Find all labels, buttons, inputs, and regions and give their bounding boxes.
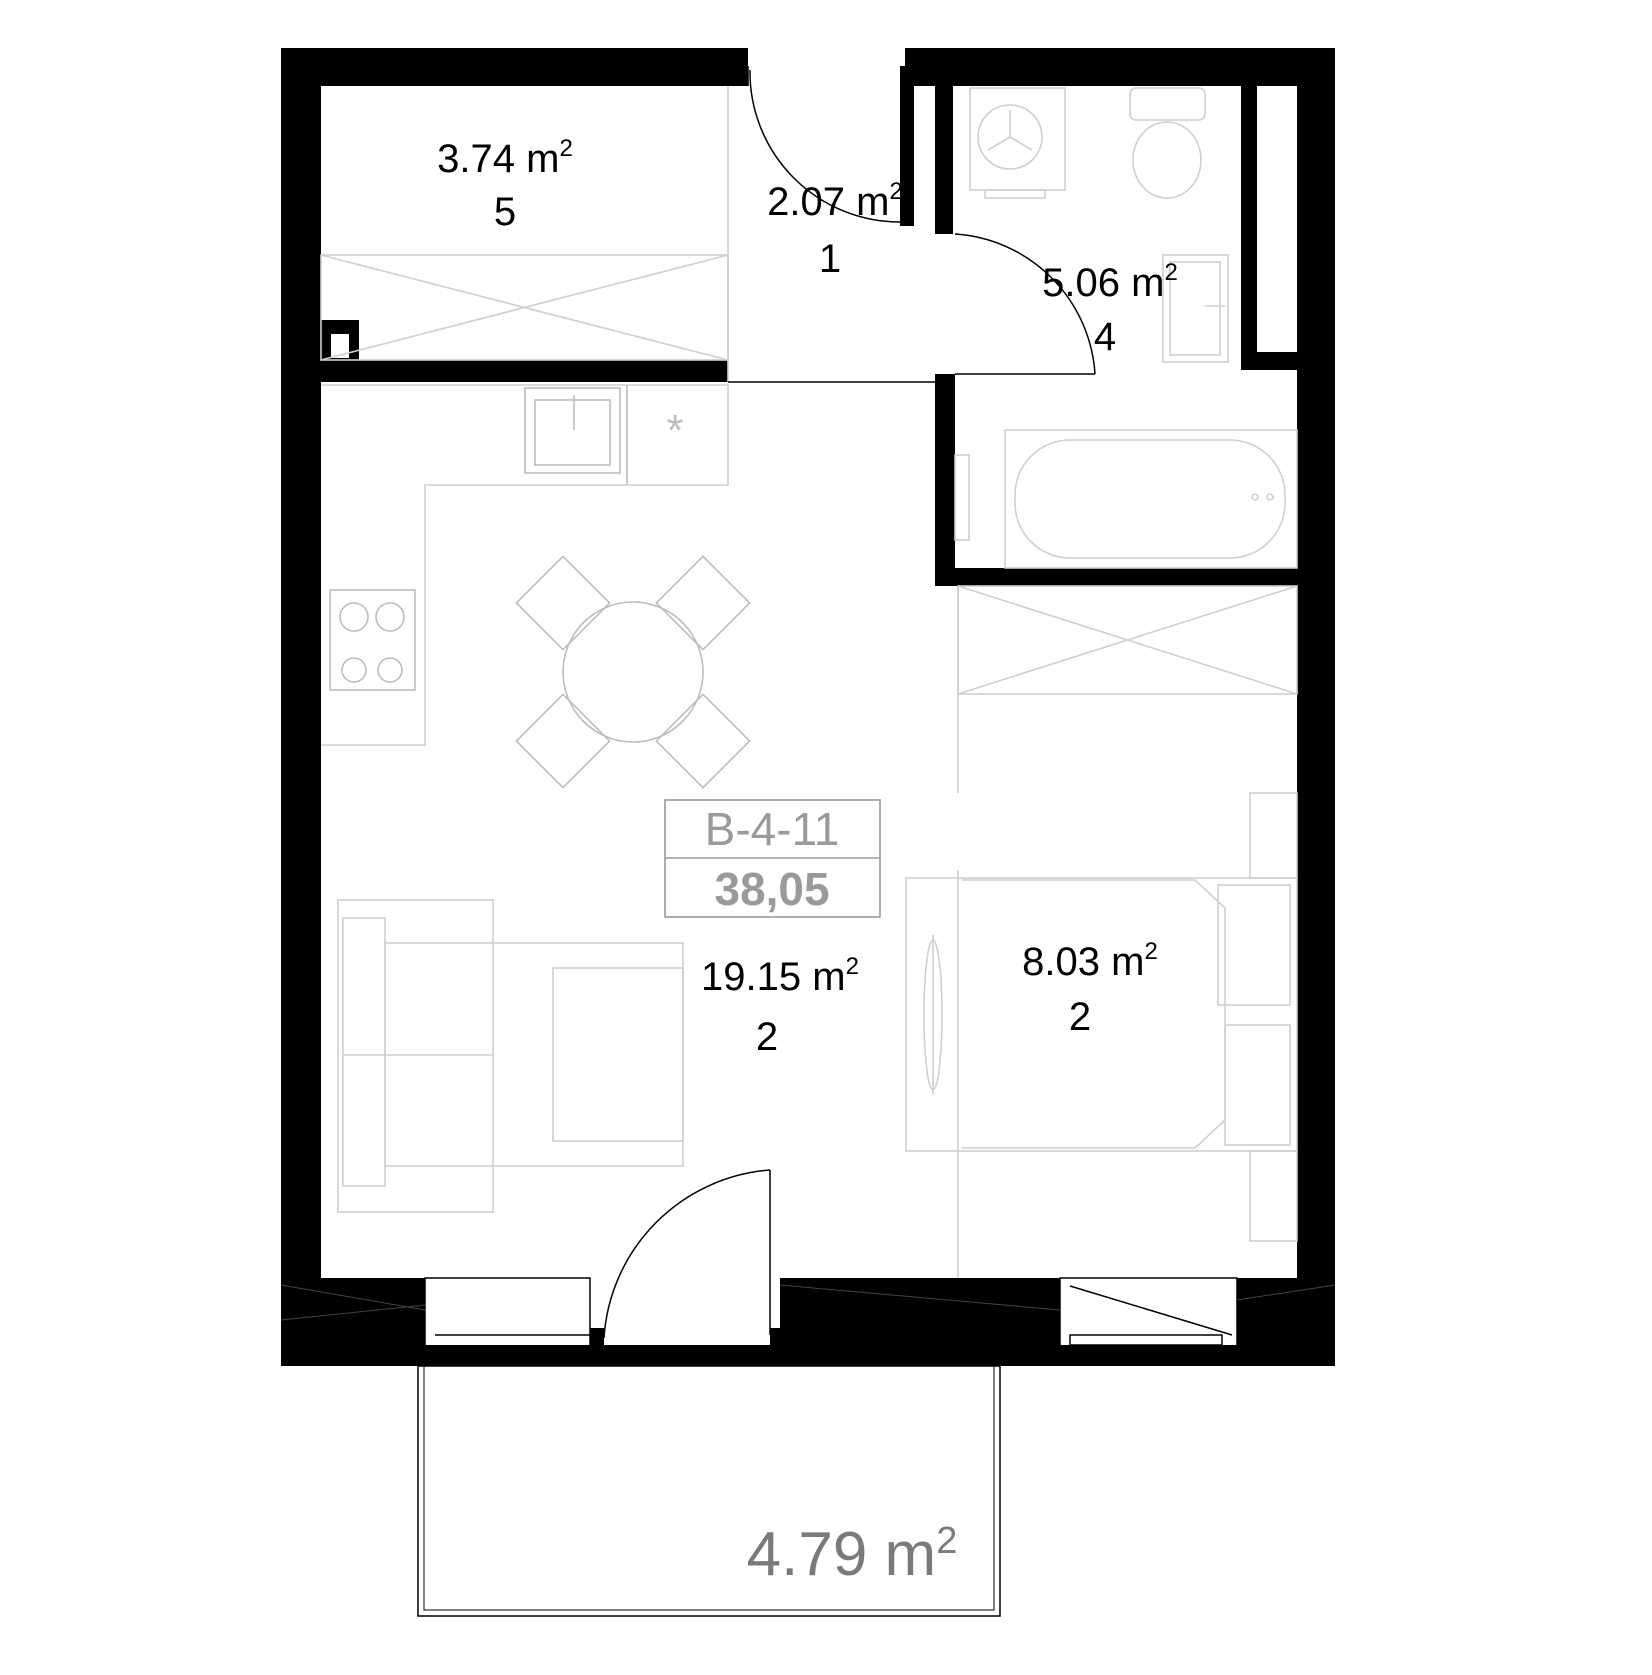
room-label-bedroom: 8.03 m2 2 (1022, 938, 1158, 1039)
room-label-living: 19.15 m2 2 (701, 953, 859, 1059)
room-label-hall: 2.07 m2 1 (767, 178, 903, 281)
svg-text:5.06 m2: 5.06 m2 (1042, 259, 1178, 305)
room-unit-sup: 2 (1164, 259, 1177, 286)
room-unit-sup: 2 (1144, 938, 1157, 965)
balcony-area: 4.79 (747, 1520, 868, 1589)
kitchen-furniture: * (321, 384, 751, 789)
svg-text:8.03 m2: 8.03 m2 (1022, 938, 1158, 984)
room-label-storage: 3.74 m2 5 (437, 135, 573, 234)
storage-furniture (320, 86, 729, 382)
svg-text:4.79 m2: 4.79 m2 (747, 1520, 958, 1589)
room-unit: m (1131, 261, 1164, 305)
room-unit-sup: 2 (846, 953, 859, 980)
room-number: 2 (1069, 995, 1091, 1039)
svg-text:*: * (666, 406, 683, 455)
room-label-balcony: 4.79 m2 (747, 1520, 958, 1589)
bathroom-fixtures (954, 87, 1298, 569)
svg-text:3.74 m2: 3.74 m2 (437, 135, 573, 181)
living-furniture (337, 585, 1298, 1278)
room-label-bathroom: 5.06 m2 4 (1042, 259, 1178, 359)
svg-text:19.15 m2: 19.15 m2 (701, 953, 859, 999)
unit-label-box: B-4-11 38,05 (664, 799, 881, 918)
room-unit: m (812, 955, 845, 999)
bedroom-furniture (905, 792, 1298, 1242)
room-number: 1 (819, 237, 841, 281)
unit-code: B-4-11 (705, 803, 840, 855)
room-area: 5.06 (1042, 261, 1120, 305)
room-unit: m (856, 180, 889, 224)
room-unit: m (1111, 940, 1144, 984)
balcony (417, 1365, 1001, 1617)
room-area: 2.07 (767, 180, 845, 224)
openings (280, 1169, 1336, 1351)
balcony-unit: m (885, 1520, 937, 1589)
hall-doors (728, 66, 1096, 383)
walls (281, 48, 1335, 1366)
room-area: 8.03 (1022, 940, 1100, 984)
room-number: 2 (756, 1015, 778, 1059)
room-number: 5 (494, 190, 516, 234)
room-number: 4 (1094, 315, 1116, 359)
unit-total-area: 38,05 (714, 863, 829, 915)
room-area: 3.74 (437, 137, 515, 181)
svg-text:2.07 m2: 2.07 m2 (767, 178, 903, 224)
room-area: 19.15 (701, 955, 801, 999)
room-unit: m (526, 137, 559, 181)
balcony-unit-sup: 2 (936, 1520, 957, 1562)
room-unit-sup: 2 (559, 135, 572, 162)
room-unit-sup: 2 (889, 178, 902, 205)
